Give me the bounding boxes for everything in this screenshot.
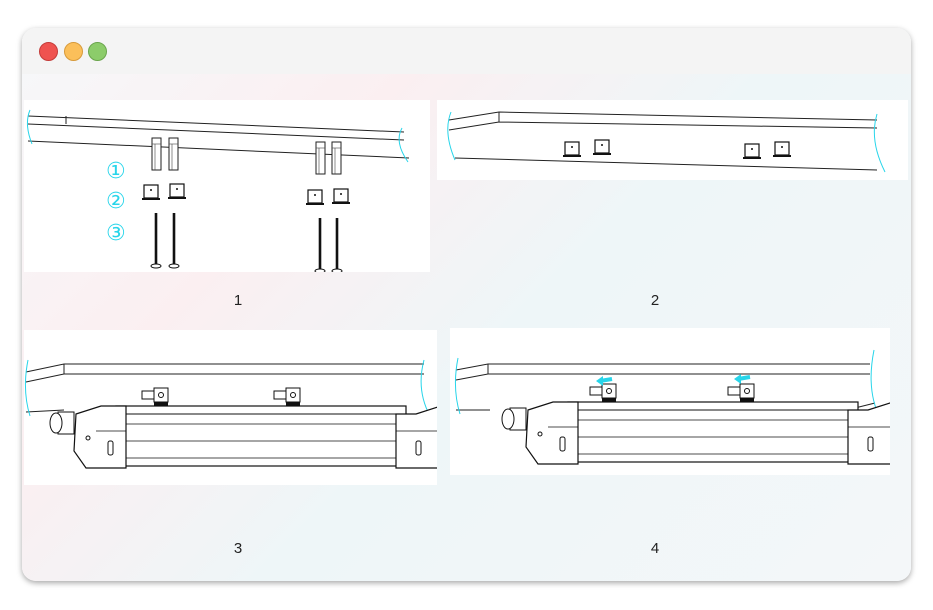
step-label-2: 2 xyxy=(650,292,660,309)
step-label-3: 3 xyxy=(233,540,243,557)
step-1-diagram: ① ② ③ xyxy=(24,100,430,272)
close-button[interactable] xyxy=(39,42,58,61)
step-label-1: 1 xyxy=(233,292,243,309)
ceiling-with-clips-illustration xyxy=(447,111,886,173)
marker-2: ② xyxy=(106,189,126,214)
step-label-4: 4 xyxy=(650,540,660,557)
step-2-diagram xyxy=(437,100,908,180)
step-3-diagram xyxy=(24,330,437,485)
lamp-slide-lock-illustration xyxy=(454,349,890,465)
maximize-button[interactable] xyxy=(88,42,107,61)
browser-window: ① ② ③ xyxy=(22,28,911,581)
marker-1: ① xyxy=(106,159,126,184)
lamp-mounted-illustration xyxy=(24,359,437,469)
minimize-button[interactable] xyxy=(64,42,83,61)
marker-3: ③ xyxy=(106,221,126,246)
ceiling-with-anchors-illustration: ① ② ③ xyxy=(26,109,410,272)
title-bar xyxy=(22,28,911,74)
step-4-diagram xyxy=(450,328,890,475)
